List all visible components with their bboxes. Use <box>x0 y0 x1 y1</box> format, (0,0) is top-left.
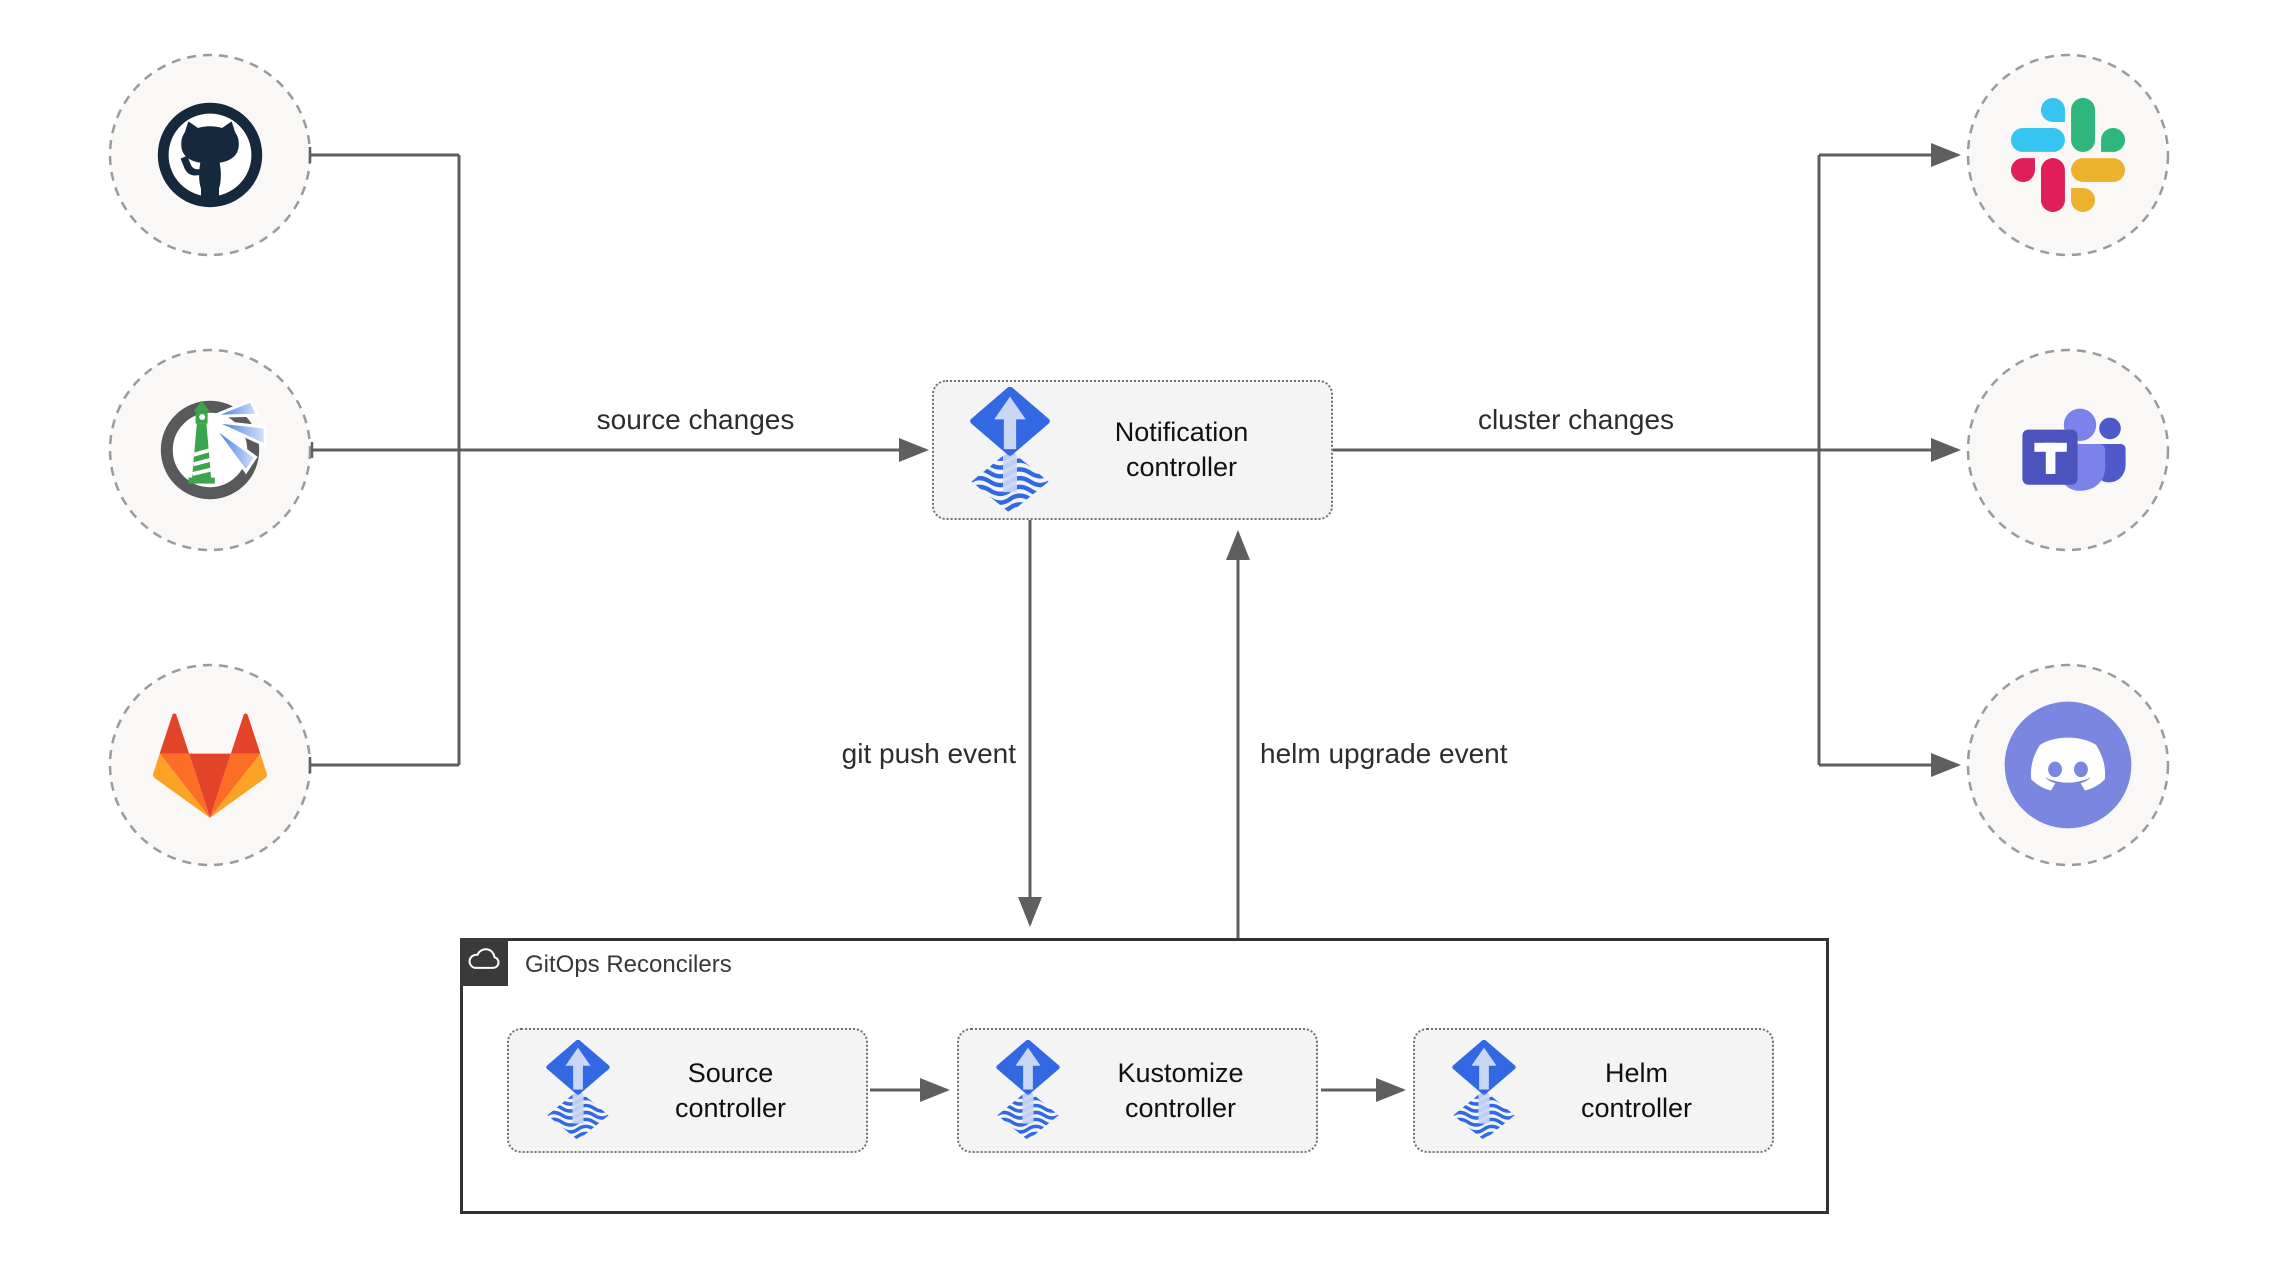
discord-node-circle <box>1966 663 2170 867</box>
helm-controller-label: Helm controller <box>1580 1057 1693 1123</box>
kustomize-controller-label: Kustomize controller <box>1117 1057 1244 1123</box>
cloud-icon <box>468 948 500 969</box>
edge-label-helm-upgrade-event: helm upgrade event <box>1260 738 1508 769</box>
teams-node-circle <box>1966 348 2170 552</box>
gitlab-node-circle <box>108 663 312 867</box>
helm-controller-box: Helm controller <box>1413 1028 1774 1153</box>
notification-controller-box: Notification controller <box>932 380 1333 520</box>
flux-icon <box>993 1040 1063 1141</box>
source-bus-lines <box>308 147 461 773</box>
harbor-node-circle <box>108 348 312 552</box>
flux-icon <box>966 387 1054 514</box>
slack-icon <box>2011 98 2125 212</box>
notification-controller-label: Notification controller <box>1114 417 1249 482</box>
source-controller-label: Source controller <box>674 1057 787 1123</box>
container-badge <box>460 938 508 986</box>
source-controller-box: Source controller <box>507 1028 868 1153</box>
gitlab-icon <box>153 713 267 818</box>
kustomize-controller-box: Kustomize controller <box>957 1028 1318 1153</box>
slack-node-circle <box>1966 53 2170 257</box>
target-bus-lines <box>1817 143 1961 777</box>
discord-icon <box>2004 701 2132 829</box>
github-icon <box>163 108 257 202</box>
edge-label-cluster-changes: cluster changes <box>1477 404 1675 435</box>
edge-label-source-changes: source changes <box>596 404 795 435</box>
edge-label-git-push-event: git push event <box>841 738 1016 769</box>
ms-teams-icon <box>2022 408 2126 491</box>
flux-icon <box>1449 1040 1519 1141</box>
flux-icon <box>543 1040 613 1141</box>
container-title: GitOps Reconcilers <box>525 951 732 978</box>
harbor-icon <box>167 401 265 493</box>
github-node-circle <box>108 53 312 257</box>
